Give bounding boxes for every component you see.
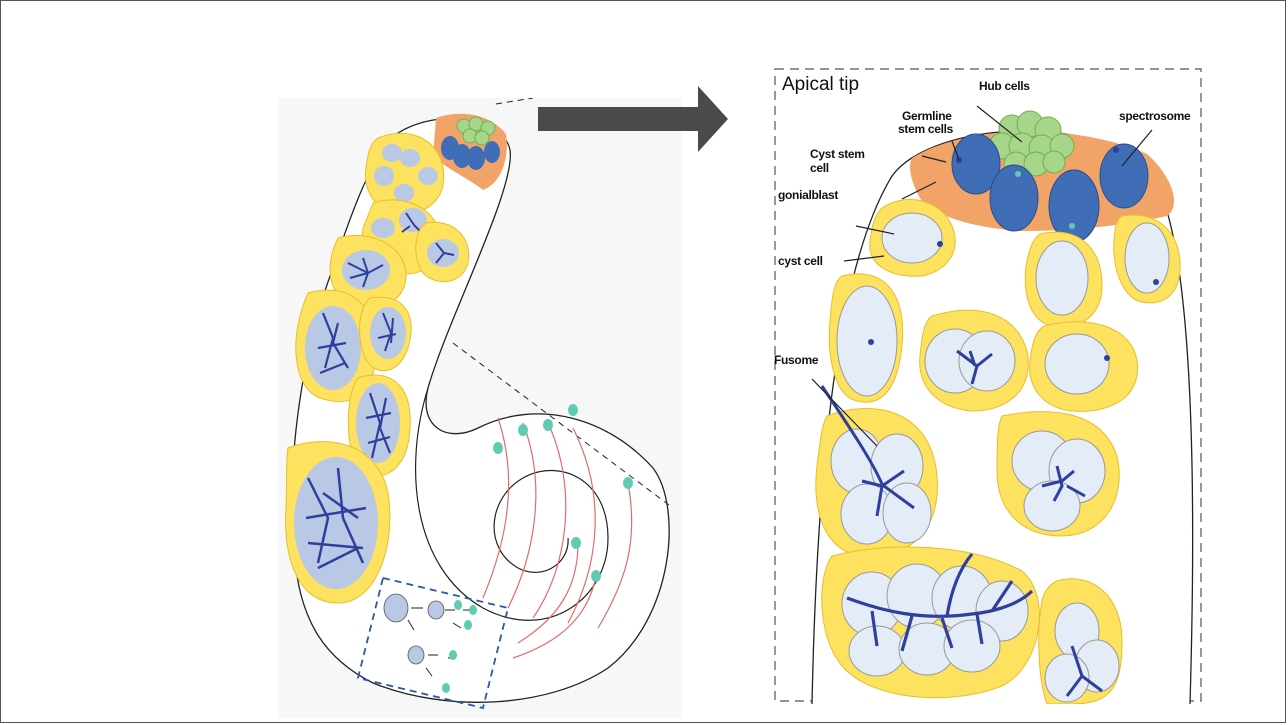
testis-drawing <box>278 98 682 718</box>
apical-tip-title: Apical tip <box>782 74 859 95</box>
label-germline-stem-cells-line1: Germline <box>902 109 952 123</box>
label-gonialblast: gonialblast <box>778 188 838 202</box>
testis-overview <box>278 98 682 718</box>
label-cyst-stem-cell-line2: cell <box>810 161 829 175</box>
label-hub-cells: Hub cells <box>979 79 1030 93</box>
label-cyst-cell: cyst cell <box>778 254 823 268</box>
label-germline-stem-cells-line2: stem cells <box>898 122 954 136</box>
zoom-arrow <box>538 86 728 152</box>
label-fusome: Fusome <box>774 353 819 367</box>
label-spectrosome: spectrosome <box>1119 109 1191 123</box>
label-cyst-stem-cell-line1: Cyst stem <box>810 147 865 161</box>
cut-line-top <box>496 98 533 104</box>
apical-tip-panel: Apical tip Hub cells Germline stem cells… <box>772 66 1204 704</box>
apical-tip-drawing: Apical tip Hub cells Germline stem cells… <box>772 66 1204 704</box>
arrow-icon <box>538 86 728 152</box>
